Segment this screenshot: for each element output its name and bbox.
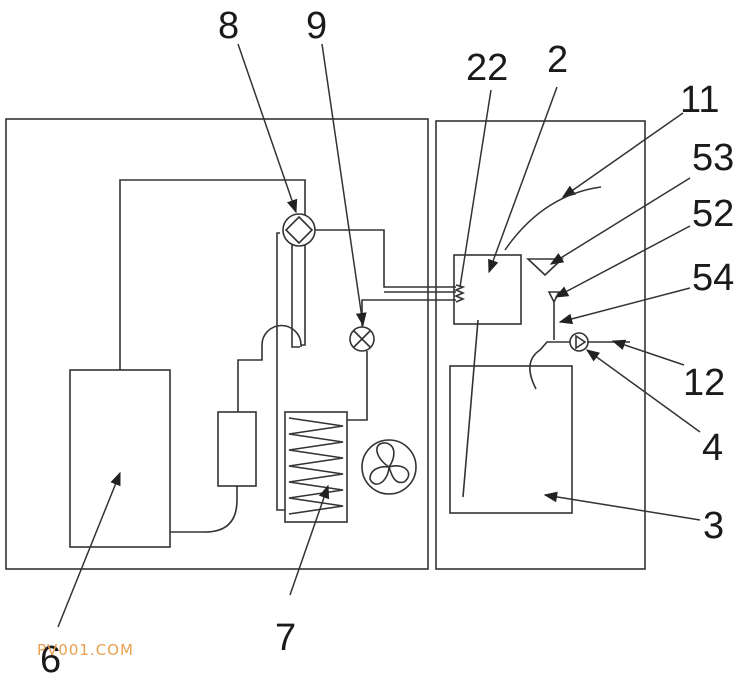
inner-tube	[462, 319, 479, 498]
watermark: PV001.COM	[37, 641, 134, 659]
pipe-accumulator-to-compressor	[170, 486, 238, 533]
pipe-compressor-discharge	[119, 179, 306, 370]
label-7: 7	[275, 617, 296, 659]
label-53: 53	[692, 137, 734, 179]
compressor-box	[69, 369, 171, 548]
pipe-valve-to-condenser	[276, 232, 285, 511]
leader-lines	[57, 43, 701, 628]
label-54: 54	[692, 257, 734, 299]
label-4: 4	[702, 427, 723, 469]
accumulator-box	[217, 411, 257, 487]
four-way-valve	[282, 213, 316, 247]
pipe-crossover-hump	[237, 324, 302, 412]
label-6: 6	[40, 639, 61, 677]
water-tank	[449, 365, 573, 514]
left-cabinet	[5, 118, 429, 570]
label-3: 3	[703, 505, 724, 547]
right-cabinet	[435, 120, 646, 570]
pipe-expansion-to-evaporator	[361, 299, 456, 327]
heater-coil	[453, 284, 466, 303]
label-9: 9	[306, 5, 327, 47]
condenser-coil	[288, 417, 344, 515]
nozzle-pipe	[529, 341, 570, 390]
label-11: 11	[680, 79, 719, 121]
expansion-valve	[349, 326, 375, 352]
pump-icon	[569, 332, 589, 352]
evaporator-box	[453, 254, 522, 325]
label-52: 52	[692, 193, 734, 235]
pipe-condenser-to-expansion	[347, 351, 368, 421]
pipe-valve-to-evaporator	[315, 229, 456, 288]
label-2: 2	[547, 39, 568, 81]
pipe-valve-return	[291, 245, 300, 348]
label-8: 8	[218, 5, 239, 47]
label-12: 12	[683, 362, 725, 404]
label-22: 22	[466, 47, 508, 89]
funnel-53	[525, 258, 565, 277]
fan-icon	[361, 439, 417, 495]
